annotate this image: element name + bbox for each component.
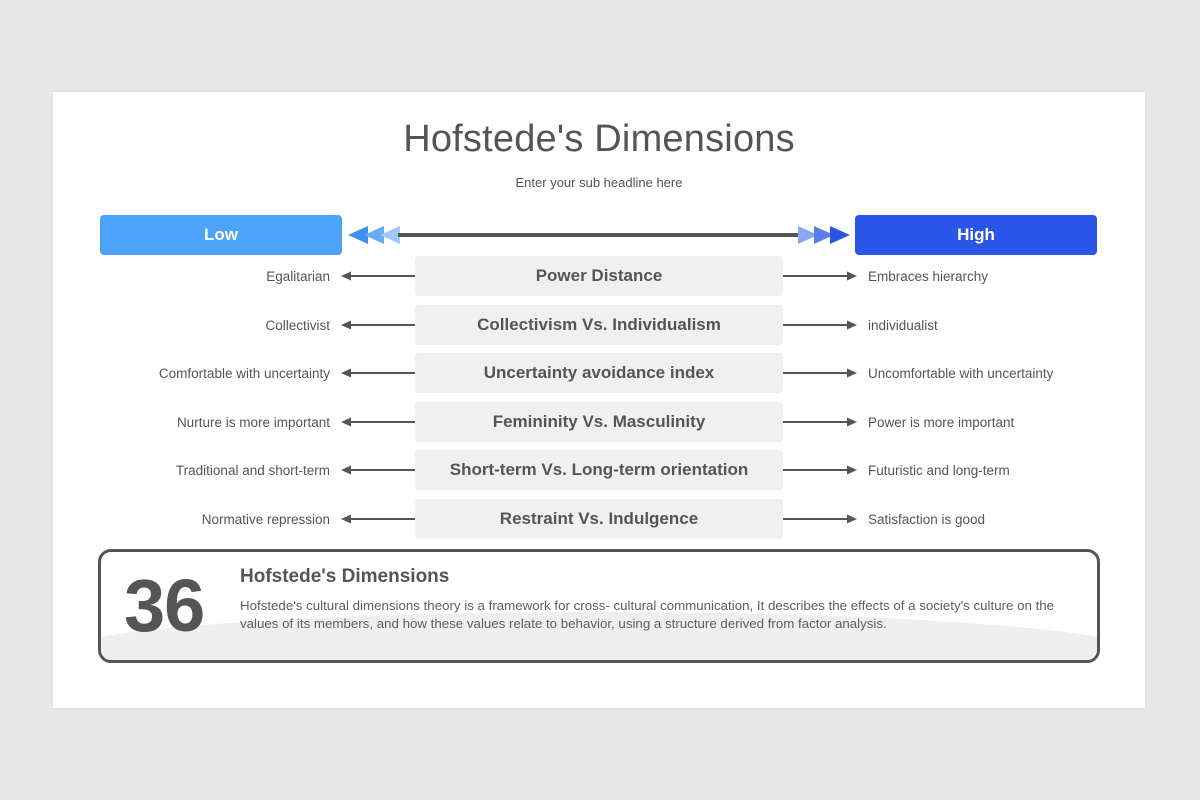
right-arrowhead-icon — [830, 226, 850, 244]
low-label-box: Low — [100, 215, 342, 255]
dimension-box: Short-term Vs. Long-term orientation — [415, 450, 783, 490]
high-label-box: High — [855, 215, 1097, 255]
arrow-right-icon — [783, 417, 857, 427]
high-trait: Uncomfortable with uncertainty — [868, 365, 1054, 381]
high-trait: Satisfaction is good — [868, 511, 986, 527]
right-arrowhead-icon — [798, 226, 818, 244]
dimension-box: Restraint Vs. Indulgence — [415, 499, 783, 539]
dimension-row: Normative repression Restraint Vs. Indul… — [53, 499, 1145, 539]
slide: Hofstede's Dimensions Enter your sub hea… — [53, 92, 1145, 708]
arrow-right-icon — [783, 514, 857, 524]
dimension-name: Power Distance — [535, 266, 663, 285]
left-arrowhead-icon — [380, 226, 400, 244]
high-label: High — [957, 225, 995, 244]
dimension-row: Nurture is more important Femininity Vs.… — [53, 402, 1145, 442]
arrow-left-icon — [341, 271, 415, 281]
low-trait: Collectivist — [265, 317, 330, 333]
dimension-box: Uncertainty avoidance index — [415, 353, 783, 393]
dimension-name: Femininity Vs. Masculinity — [492, 412, 706, 431]
low-trait: Nurture is more important — [176, 414, 330, 430]
arrow-right-icon — [783, 271, 857, 281]
low-high-axis-arrow — [348, 226, 850, 244]
axis-line — [398, 233, 800, 237]
low-trait: Egalitarian — [266, 268, 330, 284]
dimension-name: Uncertainty avoidance index — [483, 363, 715, 382]
page-subtitle: Enter your sub headline here — [515, 175, 683, 190]
info-heading: Hofstede's Dimensions — [240, 566, 450, 587]
arrow-right-icon — [783, 368, 857, 378]
low-trait: Comfortable with uncertainty — [158, 365, 330, 381]
right-arrowhead-icon — [814, 226, 834, 244]
arrow-right-icon — [783, 320, 857, 330]
info-body: Hofstede's cultural dimensions theory is… — [240, 598, 1055, 631]
arrow-left-icon — [341, 368, 415, 378]
high-trait: individualist — [868, 317, 938, 333]
low-trait: Normative repression — [201, 511, 330, 527]
low-trait: Traditional and short-term — [175, 462, 330, 478]
high-trait: Futuristic and long-term — [868, 462, 1010, 478]
dimension-row: Egalitarian Power Distance Embraces hier… — [53, 256, 1145, 296]
low-label: Low — [204, 225, 238, 244]
page-title: Hofstede's Dimensions — [403, 118, 795, 160]
dimension-row: Comfortable with uncertainty Uncertainty… — [53, 353, 1145, 393]
dimension-box: Power Distance — [415, 256, 783, 296]
dimension-name: Restraint Vs. Indulgence — [499, 509, 699, 528]
dimension-box: Femininity Vs. Masculinity — [415, 402, 783, 442]
dimension-name: Collectivism Vs. Individualism — [477, 315, 721, 334]
dimension-box: Collectivism Vs. Individualism — [415, 305, 783, 345]
left-arrowhead-icon — [348, 226, 368, 244]
dimension-name: Short-term Vs. Long-term orientation — [449, 460, 749, 479]
left-arrowhead-icon — [364, 226, 384, 244]
arrow-left-icon — [341, 320, 415, 330]
info-box: 36 Hofstede's Dimensions Hofstede's cult… — [98, 549, 1100, 663]
info-number: 36 — [124, 564, 205, 647]
high-trait: Power is more important — [868, 414, 1015, 430]
arrow-left-icon — [341, 514, 415, 524]
decorative-wave — [101, 612, 1097, 660]
arrow-right-icon — [783, 465, 857, 475]
high-trait: Embraces hierarchy — [868, 268, 989, 284]
arrow-left-icon — [341, 465, 415, 475]
arrow-left-icon — [341, 417, 415, 427]
dimension-row: Traditional and short-term Short-term Vs… — [53, 450, 1145, 490]
dimension-row: Collectivist Collectivism Vs. Individual… — [53, 305, 1145, 345]
